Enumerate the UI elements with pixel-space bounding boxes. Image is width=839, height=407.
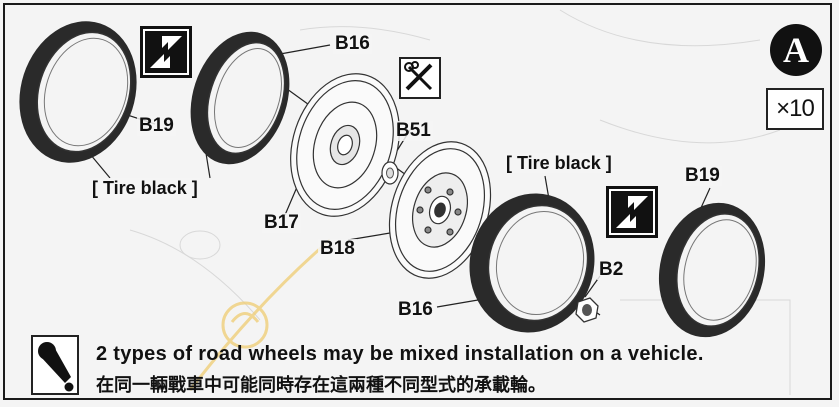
- hub-cap-b51: [381, 161, 399, 185]
- tire-b16-left: [190, 31, 290, 165]
- part-label-b16-right: B16: [396, 299, 435, 320]
- watermark-logo: [188, 238, 331, 391]
- panel-border: [3, 3, 832, 400]
- tire-b19-right: [658, 202, 766, 338]
- tire-b16-right: [469, 193, 595, 333]
- flip-parts-icon-left: [140, 26, 192, 78]
- part-label-b19-right: B19: [683, 165, 722, 186]
- quantity-box: ×10: [766, 88, 824, 130]
- part-label-b16-left: B16: [333, 33, 372, 54]
- cut-and-file-icon: [399, 57, 441, 99]
- note-chinese: 在同一輛戰車中可能同時存在這兩種不同型式的承載輪。: [96, 375, 546, 396]
- exclamation-note-icon: [31, 335, 79, 395]
- note-english: 2 types of road wheels may be mixed inst…: [96, 343, 704, 365]
- hub-nut-b2: [575, 297, 599, 323]
- flip-parts-icon-right: [606, 186, 658, 238]
- leader-b16-right: [436, 299, 479, 308]
- part-label-b17: B17: [262, 212, 301, 233]
- step-letter-badge: A: [770, 24, 822, 76]
- part-label-b2: B2: [597, 259, 626, 280]
- wheel-disc-b17: [290, 73, 400, 217]
- paint-callout-right: [ Tire black ]: [504, 153, 614, 173]
- part-label-b51: B51: [394, 120, 433, 141]
- part-label-b18: B18: [318, 238, 357, 259]
- paint-callout-left: [ Tire black ]: [90, 178, 200, 198]
- tire-b19-left: [19, 21, 137, 163]
- wheel-disc-b18: [388, 141, 492, 279]
- part-label-b19-left: B19: [137, 115, 176, 136]
